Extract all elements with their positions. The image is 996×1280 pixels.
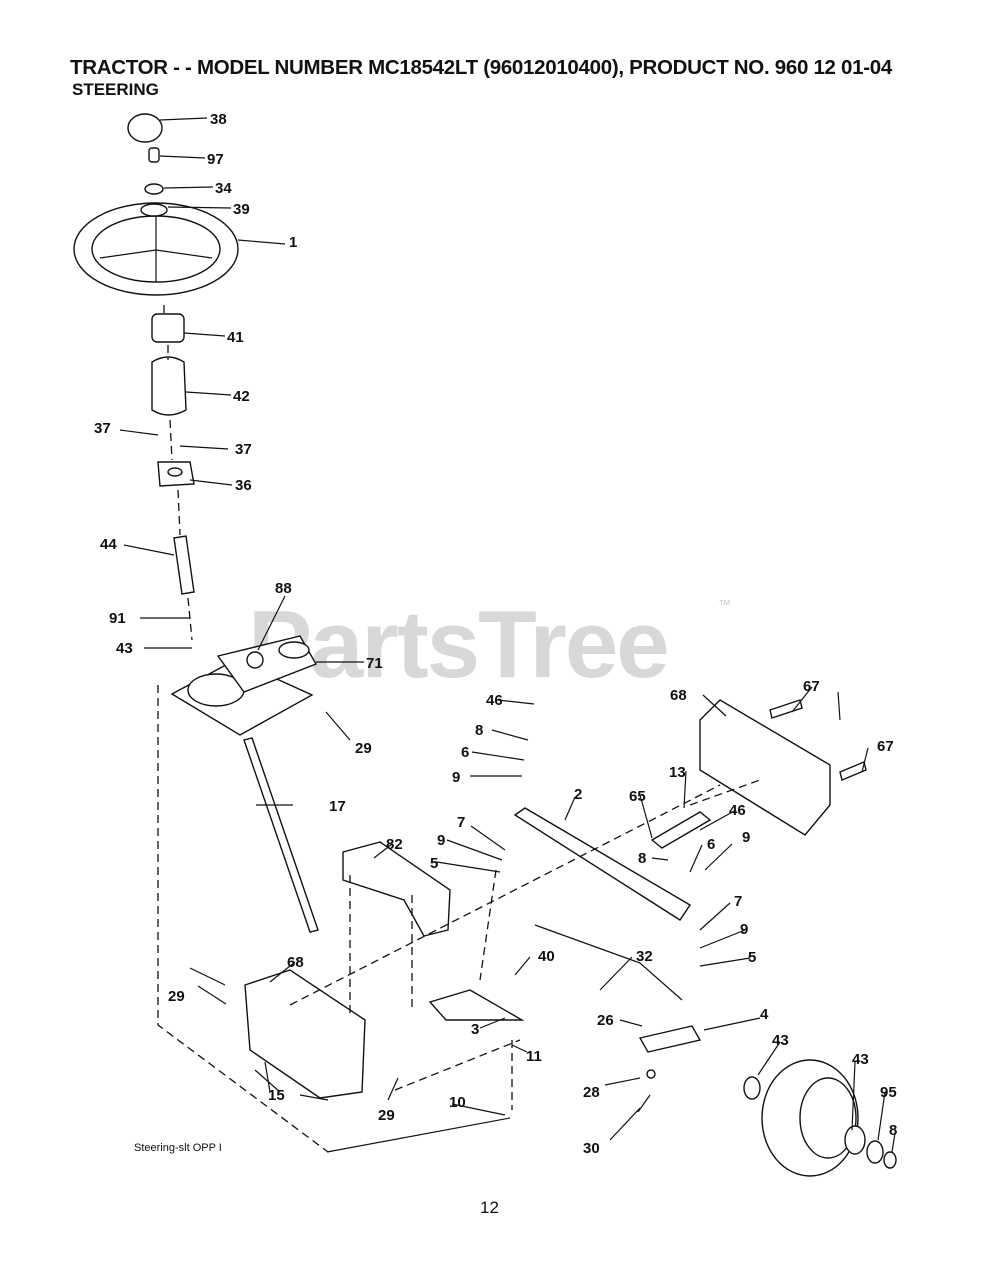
part-callout: 5 [430,855,438,872]
part-callout: 39 [233,201,250,218]
part-callout: 11 [526,1048,542,1065]
page-title: TRACTOR - - MODEL NUMBER MC18542LT (9601… [70,56,892,79]
part-callout: 42 [233,388,250,405]
part-callout: 10 [449,1094,466,1111]
part-callout: 29 [355,740,372,757]
part-callout: 1 [289,234,297,251]
part-callout: 82 [386,836,403,853]
part-callout: 28 [583,1084,600,1101]
part-callout: 68 [287,954,304,971]
part-callout: 9 [452,769,460,786]
part-callout: 46 [729,802,746,819]
part-callout: 43 [852,1051,869,1068]
part-callout: 30 [583,1140,600,1157]
part-callout: 34 [215,180,232,197]
part-callout: 67 [877,738,894,755]
section-title: STEERING [72,80,159,99]
part-callout: 41 [227,329,244,346]
part-callout: 32 [636,948,653,965]
part-callout: 15 [268,1087,285,1104]
part-callout: 37 [94,420,111,437]
part-callout: 26 [597,1012,614,1029]
part-callout: 88 [275,580,292,597]
part-callout: 9 [742,829,750,846]
part-callout: 95 [880,1084,897,1101]
part-callout: 2 [574,786,582,803]
washer-stack-part [743,1076,897,1169]
clip-pin-part [637,1069,656,1113]
page-number: 12 [480,1198,499,1217]
part-callout: 8 [475,722,483,739]
part-callout: 9 [437,832,445,849]
spindle-part [638,1025,702,1053]
axle-bar-part [513,807,691,921]
steering-arm-part [428,989,525,1021]
adapter-part [151,313,185,343]
part-callout: 65 [629,788,646,805]
figure-caption: Steering-slt OPP I [134,1142,222,1154]
knob-cap-part [127,113,163,143]
screw-part [148,147,160,163]
part-callout: 5 [748,949,756,966]
part-callout: 68 [670,687,687,704]
part-callout: 40 [538,948,555,965]
part-callout: 13 [669,764,686,781]
part-callout: 38 [210,111,227,128]
washer-part [144,183,164,195]
part-callout: 8 [638,850,646,867]
bolt-part [769,699,867,781]
part-callout: 6 [461,744,469,761]
part-callout: 71 [366,655,383,672]
part-callout: 97 [207,151,224,168]
part-callout: 29 [378,1107,395,1124]
part-callout: 91 [109,610,126,627]
bracket-82-part [342,841,451,937]
part-callout: 43 [116,640,133,657]
part-callout: 9 [740,921,748,938]
steering-wheel-part [73,202,239,296]
axle-bracket-part [699,699,831,836]
part-callout: 4 [760,1006,769,1023]
watermark: PartsTree [248,591,670,698]
gearbox-part [170,635,318,736]
spacer-part [650,811,712,849]
part-callout: 17 [329,798,346,815]
part-callout: 36 [235,477,252,494]
tie-rod-part [326,924,683,1153]
pivot-bracket-part [244,969,366,1099]
part-callout: 29 [168,988,185,1005]
part-callout: 7 [734,893,742,910]
part-callout: 37 [235,441,252,458]
trademark-mark: ™ [718,597,731,612]
assembly-lines [157,305,761,1153]
shaft-part [173,535,195,595]
part-callout: 3 [471,1021,479,1038]
part-callout: 7 [457,814,465,831]
part-callout: 6 [707,836,715,853]
part-callout: 8 [889,1122,897,1139]
part-callout: 43 [772,1032,789,1049]
column-bushing-part [151,356,187,416]
wheel-tire-part [761,1059,859,1177]
drag-link-part [243,737,319,933]
leader-lines [119,117,896,1153]
bracket-part [157,461,195,487]
part-callout: 46 [486,692,503,709]
part-callout: 44 [100,536,117,553]
part-callout: 67 [803,678,820,695]
part-callouts: 38 97 34 39 1 41 42 37 37 36 44 88 91 43… [94,111,897,1157]
